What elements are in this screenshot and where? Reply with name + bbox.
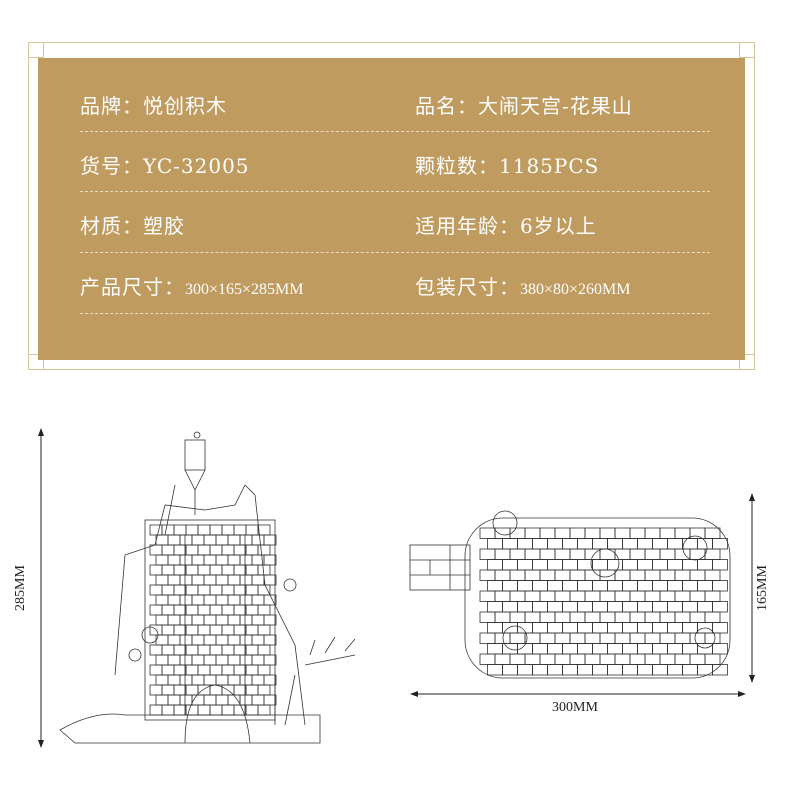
package-size-value: 380×80×260MM	[520, 281, 631, 298]
age-value: 6岁以上	[520, 214, 597, 238]
width-arrow	[410, 691, 746, 697]
divider	[80, 191, 710, 192]
item-number-value: YC-32005	[143, 154, 250, 178]
width-dimension: 300MM	[552, 700, 598, 715]
piece-count-label: 颗粒数：	[415, 154, 499, 178]
depth-arrow	[749, 493, 755, 683]
product-name-value: 大闹天宫-花果山	[478, 94, 633, 118]
divider	[80, 313, 710, 314]
spec-row: 货号：YC-32005 颗粒数：1185PCS	[80, 150, 710, 180]
piece-count-value: 1185PCS	[499, 154, 600, 178]
product-size-value: 300×165×285MM	[185, 281, 304, 298]
depth-dimension: 165MM	[754, 565, 770, 611]
divider	[80, 252, 710, 253]
brand-label: 品牌：	[80, 94, 143, 118]
front-view-drawing	[59, 431, 356, 744]
brand-value: 悦创积木	[143, 94, 227, 118]
material-value: 塑胶	[143, 214, 185, 238]
height-arrow	[38, 428, 44, 748]
corner-ornament	[739, 42, 755, 58]
top-view-drawing	[409, 510, 731, 679]
spec-panel	[38, 58, 745, 360]
package-size-label: 包装尺寸：	[415, 275, 520, 299]
age-label: 适用年龄：	[415, 214, 520, 238]
item-number-label: 货号：	[80, 154, 143, 178]
product-name-label: 品名：	[415, 94, 478, 118]
product-size-label: 产品尺寸：	[80, 275, 185, 299]
height-dimension: 285MM	[12, 565, 28, 611]
spec-row: 材质：塑胶 适用年龄：6岁以上	[80, 210, 710, 240]
panel-frame	[28, 42, 755, 370]
corner-ornament	[28, 42, 44, 58]
material-label: 材质：	[80, 214, 143, 238]
spec-row: 品牌：悦创积木 品名：大闹天宫-花果山	[80, 90, 710, 120]
spec-row: 产品尺寸：300×165×285MM 包装尺寸：380×80×260MM	[80, 271, 710, 301]
divider	[80, 131, 710, 132]
